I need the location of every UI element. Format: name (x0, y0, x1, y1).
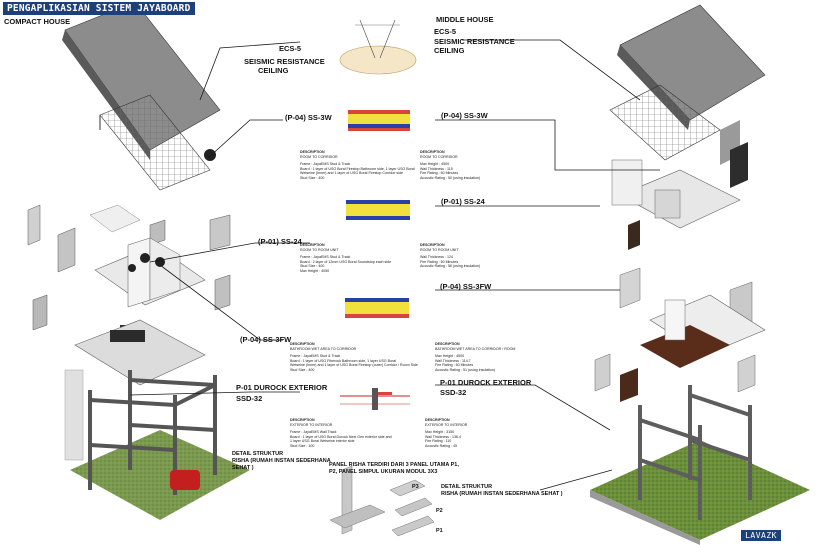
panel-label-p2: P2 (436, 508, 443, 514)
ceiling-detail (339, 19, 417, 75)
spec-ss24-left: DESCRIPTION ROOM TO ROOM UNIT Frame : Ja… (300, 243, 392, 273)
panel-note-2: P2, PANEL SIMPUL UKURAN MODUL 3X3 (329, 469, 438, 475)
right-detail-1: DETAIL STRUKTUR (441, 484, 493, 490)
ss3w-right-label: (P-04) SS-3W (441, 111, 488, 120)
panel-note-1: PANEL RISHA TERDIRI DARI 3 PANEL UTAMA P… (329, 462, 459, 468)
center-ecs5-code: ECS-5 (434, 27, 457, 36)
left-detail-2: RISHA (RUMAH INSTAN SEDERHANA (232, 458, 331, 464)
left-ecs5-name-1: SEISMIC RESISTANCE (244, 57, 325, 66)
spec-ssd32-left: DESCRIPTION EXTERIOR TO INTERIOR Frame :… (290, 418, 392, 448)
page-subtitle: COMPACT HOUSE (4, 17, 71, 26)
ss3fw-left-label: (P-04) SS-3FW (240, 335, 292, 344)
section-ssd32 (340, 388, 410, 410)
spec-ss3fw-right: DESCRIPTION BATHROOM WET AREA TO CORRIDO… (435, 342, 516, 372)
spec-ssd32-right: DESCRIPTION EXTERIOR TO INTERIOR Max Hei… (425, 418, 468, 448)
panel-label-p1: P1 (436, 528, 443, 534)
page-title: PENGAPLIKASIAN SISTEM JAYABOARD (3, 2, 195, 15)
leader-lines (129, 39, 660, 491)
right-risha-structure (590, 385, 810, 545)
panel-label-p3: P3 (412, 484, 419, 490)
section-ss3fw (345, 298, 409, 318)
ss3w-left-label: (P-04) SS-3W (285, 113, 332, 122)
left-detail-1: DETAIL STRUKTUR (232, 451, 284, 457)
section-ss24 (346, 200, 410, 220)
spec-ss24-right: DESCRIPTION ROOM TO ROOM UNIT Wall Thick… (420, 243, 481, 269)
left-detail-3: SEHAT ) (232, 465, 254, 471)
left-ecs5-name-2: CEILING (258, 66, 289, 75)
ss24-left-label: (P-01) SS-24 (258, 237, 302, 246)
spec-ss3fw-left: DESCRIPTION BATHROOM WET AREA TO CORRIDO… (290, 342, 418, 372)
left-ceiling-frame (99, 94, 216, 191)
left-durock-label-2: SSD-32 (236, 394, 263, 403)
right-upper-module (611, 142, 748, 250)
ss3fw-right-label: (P-04) SS-3FW (440, 282, 492, 291)
left-durock-label-1: P-01 DUROCK EXTERIOR (236, 383, 328, 392)
ss24-right-label: (P-01) SS-24 (441, 197, 485, 206)
right-durock-label-1: P-01 DUROCK EXTERIOR (440, 378, 532, 387)
risha-panels (329, 465, 435, 537)
spec-ss3w-right: DESCRIPTION ROOM TO CORRIDOR Max Height … (420, 150, 481, 180)
left-floor-plate (74, 319, 206, 386)
left-room-module (94, 237, 206, 337)
right-detail-2: RISHA (RUMAH INSTAN SEDERHANA SEHAT ) (441, 491, 563, 497)
middle-house-label: MIDDLE HOUSE (436, 15, 494, 24)
brand-badge: LAVAZK (741, 530, 781, 541)
left-wall-panels (27, 204, 231, 331)
right-lower-module (640, 294, 766, 368)
section-ss3w (348, 110, 410, 131)
left-risha-structure (64, 369, 250, 520)
left-ecs5-code: ECS-5 (279, 44, 302, 53)
center-ecs5-name-2: CEILING (434, 46, 465, 55)
center-ecs5-name-1: SEISMIC RESISTANCE (434, 37, 515, 46)
spec-ss3w-left: DESCRIPTION ROOM TO CORRIDOR Frame : Jay… (300, 150, 415, 180)
right-durock-label-2: SSD-32 (440, 388, 467, 397)
